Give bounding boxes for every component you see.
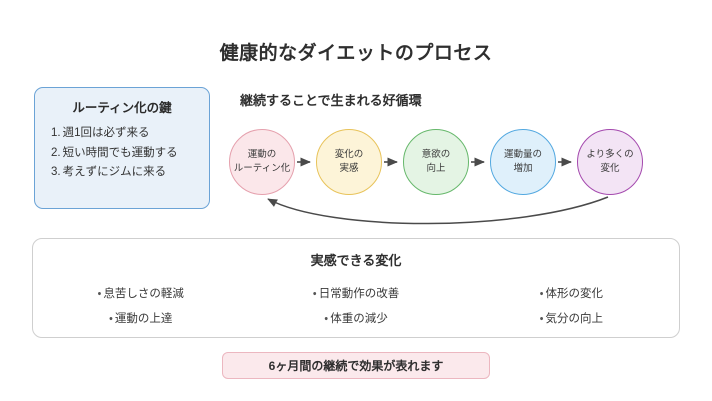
flow-node-label-line2: 実感	[339, 163, 359, 174]
list-item: ・日常動作の改善	[248, 285, 463, 301]
routine-key-panel: ルーティン化の鍵 1.週1回は必ず来る 2.短い時間でも運動する 3.考えずにジ…	[34, 87, 210, 209]
routine-key-list: 1.週1回は必ず来る 2.短い時間でも運動する 3.考えずにジムに来る	[47, 124, 197, 183]
list-item-label: 週1回は必ず来る	[62, 127, 150, 139]
list-item: ・体重の減少	[248, 310, 463, 326]
flow-node-5: より多くの変化	[577, 129, 643, 195]
list-item-label: 短い時間でも運動する	[62, 146, 178, 159]
flow-node-label-line2: 変化	[600, 163, 620, 174]
list-item-number: 1.	[51, 127, 61, 139]
list-item-number: 3.	[51, 166, 61, 178]
feedback-loop-arrow	[267, 196, 609, 225]
benefits-panel: 実感できる変化 ・息苦しさの軽減 ・日常動作の改善 ・体形の変化 ・運動の上達 …	[32, 238, 680, 338]
list-item-label: 運動の上達	[114, 312, 173, 325]
flow-section-heading: 継続することで生まれる好循環	[240, 93, 422, 108]
flow-node-label-line1: 変化の	[334, 149, 364, 161]
benefits-grid: ・息苦しさの軽減 ・日常動作の改善 ・体形の変化 ・運動の上達 ・体重の減少 ・…	[33, 280, 679, 330]
routine-key-panel-title: ルーティン化の鍵	[72, 101, 172, 115]
list-item: 2.短い時間でも運動する	[47, 144, 197, 164]
list-item-label: 日常動作の改善	[318, 287, 400, 300]
list-item: 1.週1回は必ず来る	[47, 124, 197, 144]
flow-node-4: 運動量の増加	[490, 129, 556, 195]
bullet-icon: ・	[108, 312, 113, 325]
list-item-label: 体形の変化	[545, 287, 604, 300]
list-item-label: 体重の減少	[330, 312, 388, 325]
bullet-icon: ・	[539, 287, 544, 300]
page-title: 健康的なダイエットのプロセス	[219, 43, 493, 64]
flow-node-1: 運動のルーティン化	[229, 129, 295, 195]
bullet-icon: ・	[97, 287, 102, 300]
list-item: ・運動の上達	[33, 310, 248, 326]
bullet-icon: ・	[324, 312, 329, 325]
list-item-label: 息苦しさの軽減	[103, 287, 184, 300]
flow-node-label-line1: 意欲の	[421, 149, 451, 161]
flow-node-label-line2: 向上	[426, 163, 446, 174]
flow-node-label-line2: 増加	[513, 163, 533, 174]
footer-banner-label: 6ヶ月間の継続で効果が表れます	[268, 359, 444, 373]
benefits-panel-title: 実感できる変化	[310, 253, 402, 268]
list-item-label: 気分の向上	[545, 312, 604, 325]
flow-node-label-line2: ルーティン化	[233, 163, 291, 174]
flow-node-2: 変化の実感	[316, 129, 382, 195]
list-item: ・体形の変化	[464, 285, 679, 301]
flow-node-label-line1: 運動の	[247, 149, 277, 161]
flow-node-label-line1: より多くの	[586, 149, 634, 161]
flow-node-label-line1: 運動量の	[503, 149, 542, 161]
list-item-number: 2.	[51, 146, 61, 159]
bullet-icon: ・	[539, 312, 544, 325]
bullet-icon: ・	[312, 287, 317, 300]
footer-banner: 6ヶ月間の継続で効果が表れます	[222, 352, 490, 379]
list-item: ・気分の向上	[464, 310, 679, 326]
list-item: ・息苦しさの軽減	[33, 285, 248, 301]
list-item-label: 考えずにジムに来る	[62, 166, 167, 178]
list-item: 3.考えずにジムに来る	[47, 163, 197, 183]
flow-node-3: 意欲の向上	[403, 129, 469, 195]
